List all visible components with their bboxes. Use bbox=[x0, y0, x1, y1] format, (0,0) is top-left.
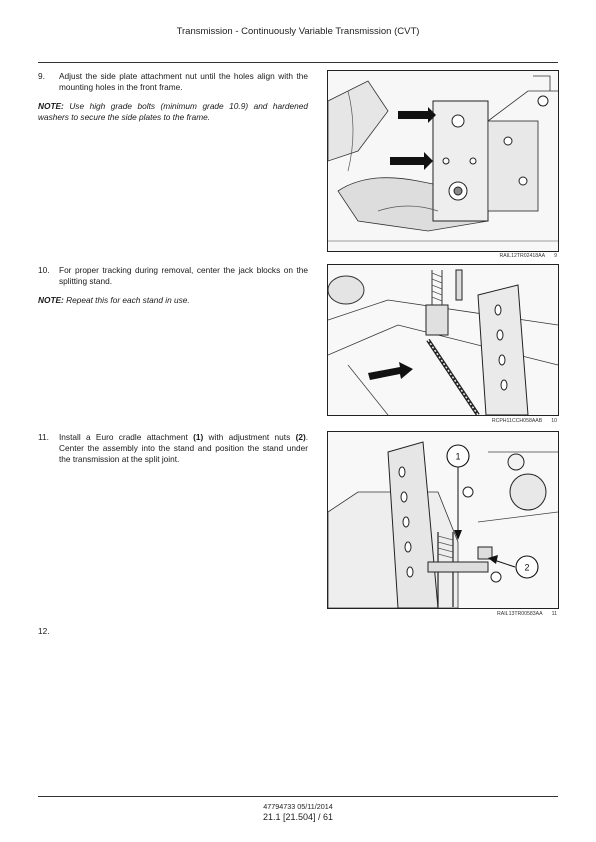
step-number: 10. bbox=[38, 265, 50, 275]
step-number: 12. bbox=[38, 626, 50, 636]
figure-9-caption: RAIL12TR02418AA 9 bbox=[327, 253, 557, 259]
note-bolts: NOTE: Use high grade bolts (minimum grad… bbox=[38, 101, 308, 123]
callout-ref-2: (2) bbox=[295, 432, 306, 442]
callout-1-label: 1 bbox=[455, 452, 460, 462]
header-rule bbox=[38, 62, 558, 63]
footer-rule bbox=[38, 796, 558, 797]
figure-10 bbox=[327, 264, 559, 416]
step-text: Install a Euro cradle attachment (1) wit… bbox=[59, 432, 309, 465]
step-9: 9. Adjust the side plate attachment nut … bbox=[38, 71, 308, 93]
step-text: For proper tracking during removal, cent… bbox=[59, 265, 308, 287]
note-text: Repeat this for each stand in use. bbox=[63, 295, 190, 305]
figure-ref: RCPH11CCH058AAB bbox=[491, 418, 543, 424]
figure-9-image bbox=[327, 70, 559, 252]
figure-number: 10 bbox=[551, 418, 557, 424]
footer-document-info: 47794733 05/11/2014 bbox=[263, 802, 333, 811]
step-11: 11. Install a Euro cradle attachment (1)… bbox=[38, 432, 308, 466]
footer-page-number: 21.1 [21.504] / 61 bbox=[262, 812, 334, 822]
figure-9 bbox=[327, 70, 559, 252]
step-number: 9. bbox=[38, 71, 45, 81]
callout-1-circle bbox=[446, 444, 470, 468]
note-label: NOTE: bbox=[38, 101, 64, 111]
callout-ref-1: (1) bbox=[193, 432, 204, 442]
figure-10-caption: RCPH11CCH058AAB 10 bbox=[327, 418, 557, 424]
figure-ref: RAIL13TR00583AA bbox=[497, 611, 543, 617]
note-each-stand: NOTE: Repeat this for each stand in use. bbox=[38, 295, 308, 306]
figure-11-caption: RAIL13TR00583AA 11 bbox=[327, 611, 557, 617]
step-text: Adjust the side plate attachment nut unt… bbox=[59, 71, 308, 93]
note-label: NOTE: bbox=[38, 295, 64, 305]
figure-ref: RAIL12TR02418AA bbox=[499, 253, 546, 259]
figure-number: 11 bbox=[551, 611, 557, 617]
figure-number: 9 bbox=[554, 253, 557, 259]
figure-11: 1 2 bbox=[327, 431, 559, 609]
page-header: Transmission - Continuously Variable Tra… bbox=[176, 26, 420, 37]
figure-11-image: 1 2 bbox=[327, 431, 559, 609]
callout-2-label: 2 bbox=[524, 563, 529, 573]
callout-2-circle bbox=[515, 555, 539, 579]
step-10: 10. For proper tracking during removal, … bbox=[38, 265, 308, 287]
step-number: 11. bbox=[38, 432, 49, 442]
note-text: Use high grade bolts (minimum grade 10.9… bbox=[38, 101, 308, 123]
figure-10-image bbox=[327, 264, 559, 416]
